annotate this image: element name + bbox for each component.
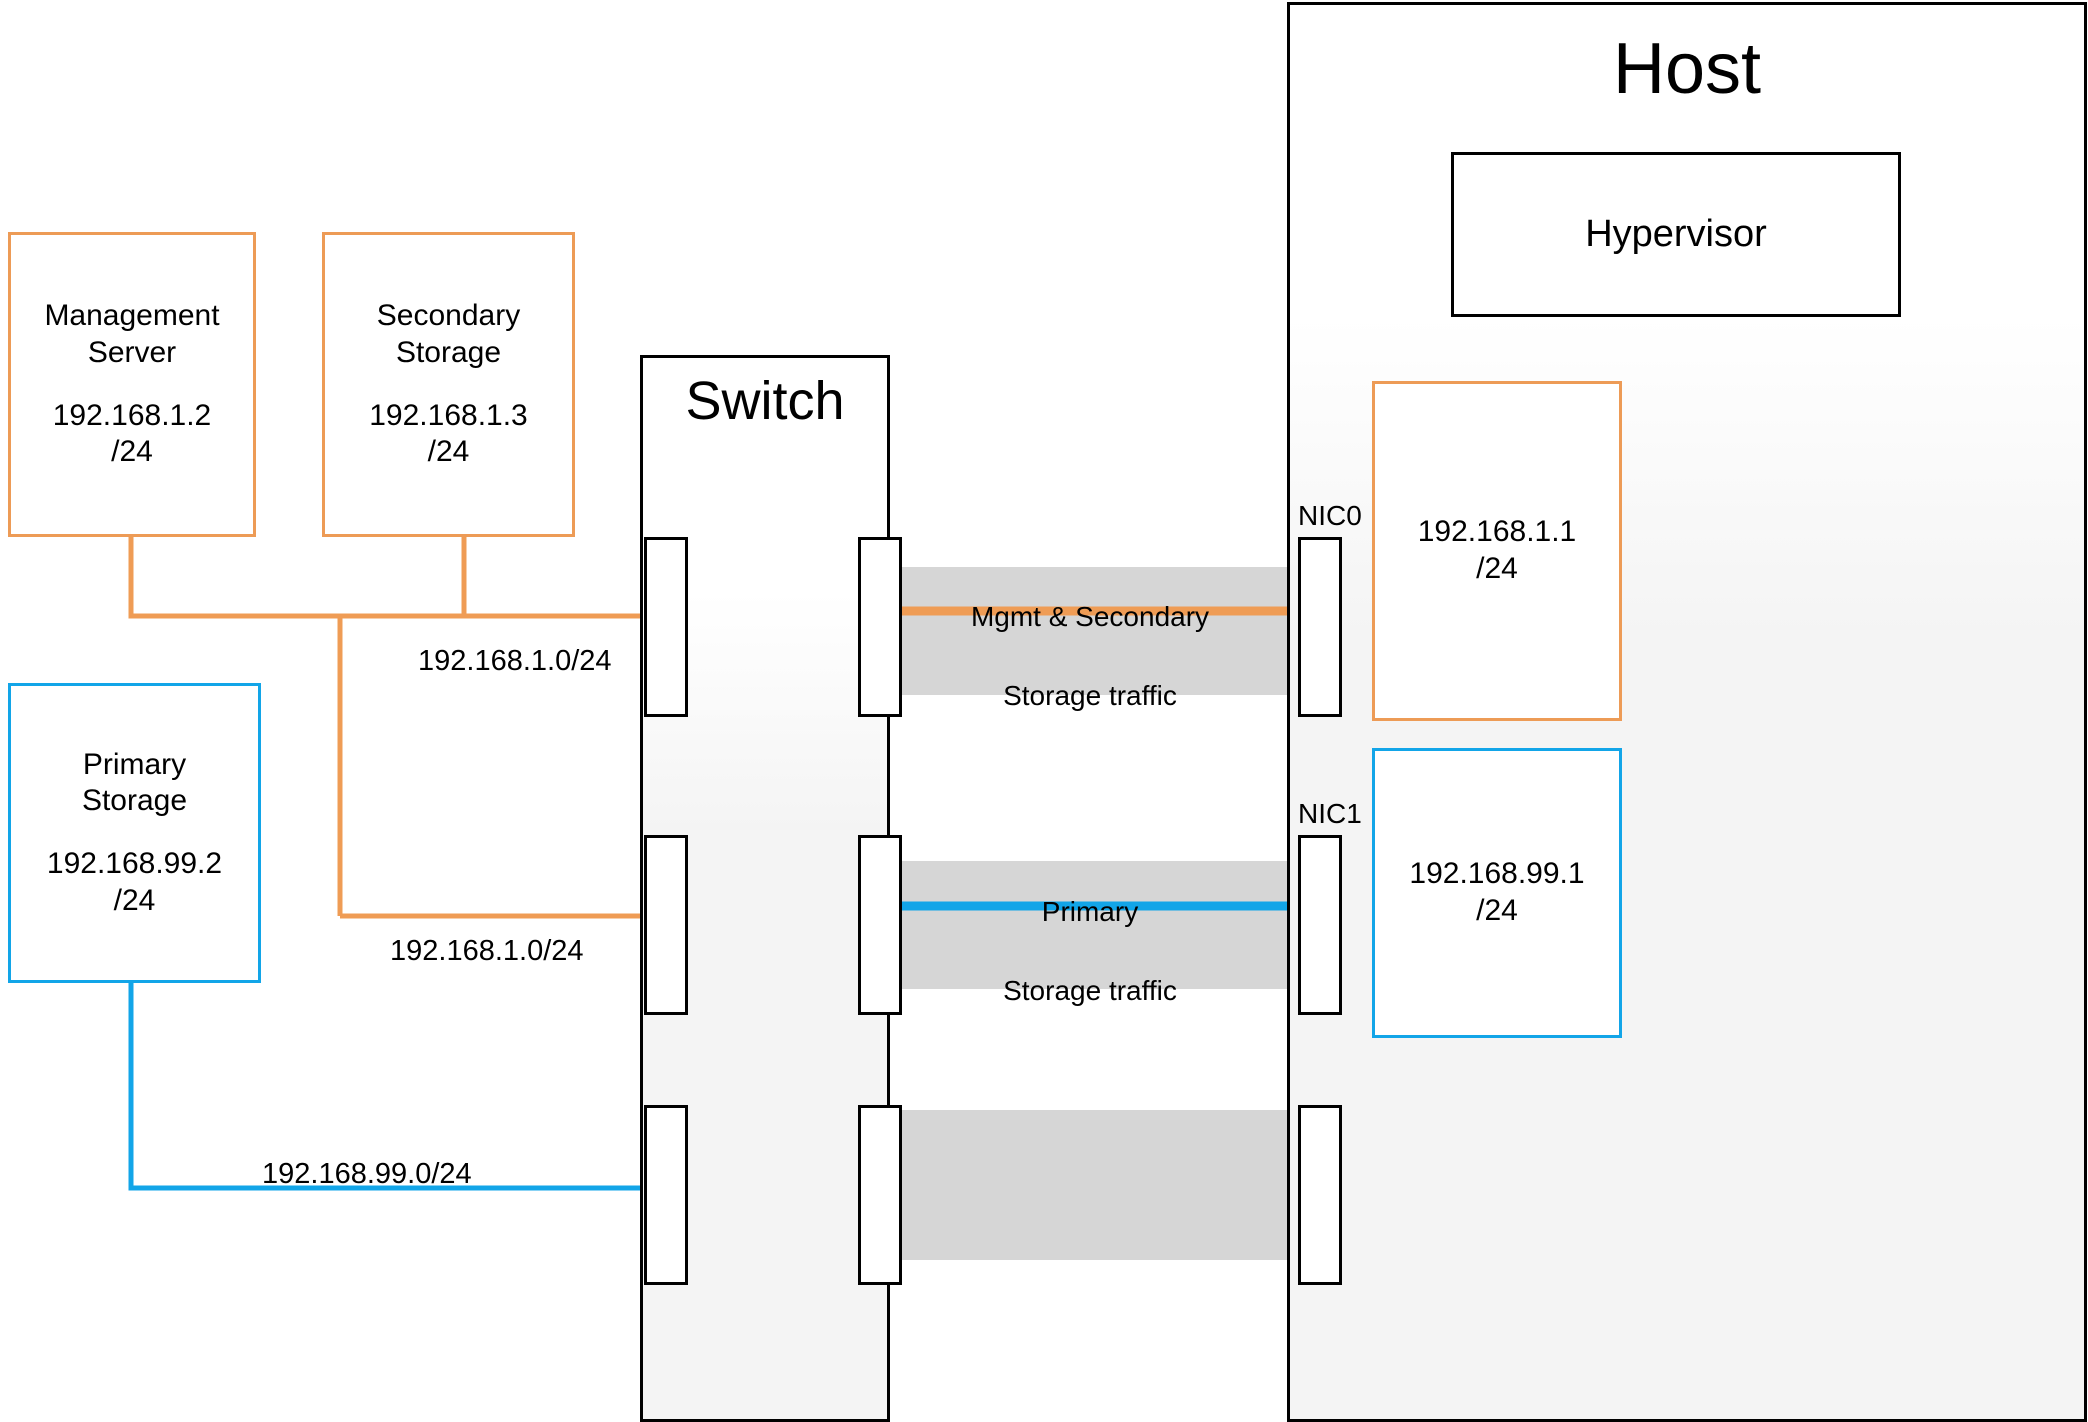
- host-nic2-port[interactable]: [1298, 1105, 1342, 1285]
- switch-port-left-2[interactable]: [644, 835, 688, 1015]
- traffic-label-mgmt-secondary: Mgmt & Secondary Storage traffic: [890, 570, 1290, 711]
- switch-port-right-3[interactable]: [858, 1105, 902, 1285]
- hypervisor-box[interactable]: Hypervisor: [1451, 152, 1901, 317]
- switch-port-right-1[interactable]: [858, 537, 902, 717]
- node-management-server[interactable]: Management Server 192.168.1.2 /24: [8, 232, 256, 537]
- switch-port-right-2[interactable]: [858, 835, 902, 1015]
- nic1-ip-address: 192.168.99.1 /24: [1409, 857, 1585, 927]
- node-primary-storage[interactable]: Primary Storage 192.168.99.2 /24: [8, 683, 261, 983]
- management-server-address: 192.168.1.2 /24: [52, 398, 212, 469]
- nic1-ip-box[interactable]: 192.168.99.1 /24: [1372, 748, 1622, 1038]
- nic1-label: NIC1: [1298, 798, 1362, 829]
- network-label-mgmt-1: 192.168.1.0/24: [418, 645, 612, 677]
- secondary-storage-name: Secondary Storage: [376, 299, 521, 369]
- traffic-primary-line2: Storage traffic: [1003, 975, 1177, 1007]
- hypervisor-label: Hypervisor: [1585, 213, 1767, 256]
- primary-storage-name: Primary Storage: [81, 747, 188, 818]
- traffic-primary-line1: Primary: [1041, 896, 1139, 928]
- host-nic0-port[interactable]: [1298, 537, 1342, 717]
- nic0-ip-box[interactable]: 192.168.1.1 /24: [1372, 381, 1622, 721]
- node-secondary-storage[interactable]: Secondary Storage 192.168.1.3 /24: [322, 232, 575, 537]
- switch-port-left-1[interactable]: [644, 537, 688, 717]
- management-server-name: Management Server: [44, 299, 220, 369]
- primary-storage-address: 192.168.99.2 /24: [46, 847, 223, 917]
- host-title: Host: [1612, 29, 1762, 109]
- host-nic1-port[interactable]: [1298, 835, 1342, 1015]
- traffic-mgmt-line1: Mgmt & Secondary: [970, 601, 1210, 633]
- network-label-mgmt-2: 192.168.1.0/24: [390, 935, 584, 967]
- traffic-mgmt-line2: Storage traffic: [1003, 680, 1177, 712]
- secondary-storage-address: 192.168.1.3 /24: [369, 398, 528, 469]
- switch-port-left-3[interactable]: [644, 1105, 688, 1285]
- network-label-primary: 192.168.99.0/24: [262, 1158, 472, 1190]
- traffic-label-primary: Primary Storage traffic: [890, 865, 1290, 1006]
- nic0-ip-address: 192.168.1.1 /24: [1417, 515, 1577, 585]
- nic0-label: NIC0: [1298, 500, 1362, 531]
- switch-title: Switch: [685, 371, 845, 431]
